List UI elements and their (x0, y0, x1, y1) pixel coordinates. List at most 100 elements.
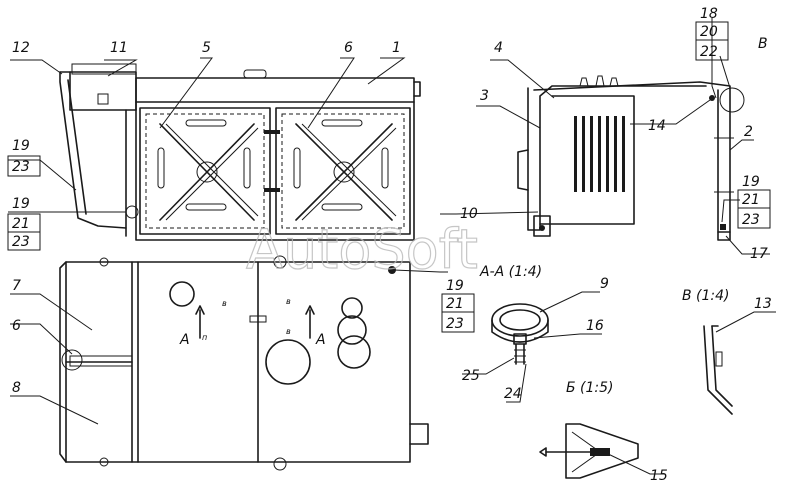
drawing-stroke (719, 87, 745, 113)
drawing-stroke (721, 199, 740, 223)
drawing-stroke (462, 357, 515, 375)
drawing-stroke (273, 457, 287, 471)
drawing-stroke (590, 448, 610, 456)
drawing-stroke (441, 311, 475, 333)
stack-top-right-c: 22 (700, 44, 718, 60)
stack-right-b: 21 (742, 192, 760, 208)
callout-6: 6 (344, 40, 353, 56)
drawing-stroke (711, 325, 733, 407)
view-b-detail (703, 325, 733, 415)
drawing-stroke (709, 95, 715, 101)
drawing-stroke (539, 95, 635, 225)
callout-3: 3 (480, 88, 489, 104)
drawing-stroke (169, 281, 195, 307)
drawing-stroke (622, 116, 625, 192)
callout-6b: 6 (12, 318, 21, 334)
drawing-stroke (7, 231, 41, 251)
drawing-stroke (135, 77, 415, 241)
drawing-stroke (413, 81, 421, 97)
drawing-stroke (606, 116, 609, 192)
drawing-stroke (695, 39, 729, 61)
drawing-stroke (301, 123, 397, 221)
drawing-stroke (305, 305, 315, 339)
callout-10: 10 (460, 206, 478, 222)
drawing-stroke (499, 309, 541, 331)
stack-center-c: 23 (446, 316, 464, 332)
stack-left-bottom-b: 21 (12, 216, 30, 232)
callout-9: 9 (600, 276, 609, 292)
callout-labels: 12 11 5 6 1 4 3 2 14 B 10 17 7 6 8 9 16 … (12, 36, 772, 484)
drawing-stroke (527, 85, 707, 231)
box-end-view (517, 75, 745, 241)
stack-center-b: 21 (446, 296, 464, 312)
stack-right-c: 23 (742, 212, 760, 228)
drawing-stroke (393, 269, 448, 273)
drawing-stroke (61, 349, 83, 371)
drawing-stroke (490, 59, 555, 99)
drawing-stroke (196, 161, 218, 183)
drawing-stroke (440, 211, 539, 215)
drawing-stroke (139, 107, 271, 235)
drawing-stroke (104, 59, 138, 77)
drawing-stroke (69, 355, 133, 367)
drawing-stroke (725, 235, 770, 255)
callout-1: 1 (392, 40, 401, 56)
drawing-stroke (10, 395, 99, 425)
drawing-stroke (69, 71, 137, 111)
drawing-stroke (249, 315, 267, 323)
drawing-stroke (10, 293, 93, 331)
stack-center-a: 19 (446, 278, 464, 294)
callout-8: 8 (12, 380, 21, 396)
drawing-stroke (337, 315, 367, 345)
drawing-stroke (333, 161, 355, 183)
drawing-stroke (295, 123, 393, 221)
drawing-stroke (533, 215, 551, 237)
drawing-stroke (281, 113, 405, 229)
stack-left-top-b: 23 (12, 159, 30, 175)
callout-view-b: B (758, 36, 768, 52)
small-mark-v2: в (286, 297, 291, 306)
drawing-stroke (10, 59, 63, 75)
drawing-stroke (99, 257, 109, 267)
callout-15: 15 (650, 468, 668, 484)
small-mark-v1: в (222, 299, 227, 308)
callout-4: 4 (494, 40, 503, 56)
drawing-stroke (630, 99, 711, 125)
drawing-stroke (159, 123, 255, 221)
drawing-stroke (574, 116, 577, 192)
drawing-stroke (517, 149, 529, 191)
drawing-stroke (539, 291, 600, 313)
drawing-stroke (476, 105, 541, 129)
drawing-stroke (243, 147, 251, 189)
drawing-stroke (409, 423, 429, 445)
drawing-stroke (145, 113, 265, 229)
view-bb-detail (539, 423, 639, 479)
drawing-stroke (514, 349, 526, 363)
callout-24: 24 (504, 386, 522, 402)
drawing-stroke (582, 116, 585, 192)
drawing-stroke (506, 363, 527, 403)
drawing-stroke (603, 451, 664, 475)
drawing-stroke (598, 116, 601, 192)
drawing-stroke (159, 57, 213, 129)
stack-center: 19 21 23 (441, 278, 475, 333)
view-titles: A-A (1:4) B (1:4) Б (1:5) A A в в в п (179, 264, 730, 396)
drawing-stroke (714, 137, 734, 193)
view-bb-title: Б (1:5) (566, 380, 614, 396)
drawing-stroke (719, 55, 731, 89)
callout-5: 5 (202, 40, 211, 56)
drawing-stroke (590, 116, 593, 192)
callout-13: 13 (754, 296, 772, 312)
stack-left-bottom: 19 21 23 (7, 196, 41, 251)
drawing-stroke (539, 225, 545, 231)
box-plan-view (59, 255, 429, 471)
watermark: AutoSoft (246, 218, 478, 281)
drawing-stroke (381, 147, 389, 189)
louvres (574, 116, 625, 192)
stack-left-top: 19 23 (7, 138, 41, 177)
section-mark-left: A (179, 332, 190, 348)
stack-right-a: 19 (742, 174, 760, 190)
drawing-stroke (367, 57, 406, 85)
drawing-stroke (273, 255, 287, 269)
